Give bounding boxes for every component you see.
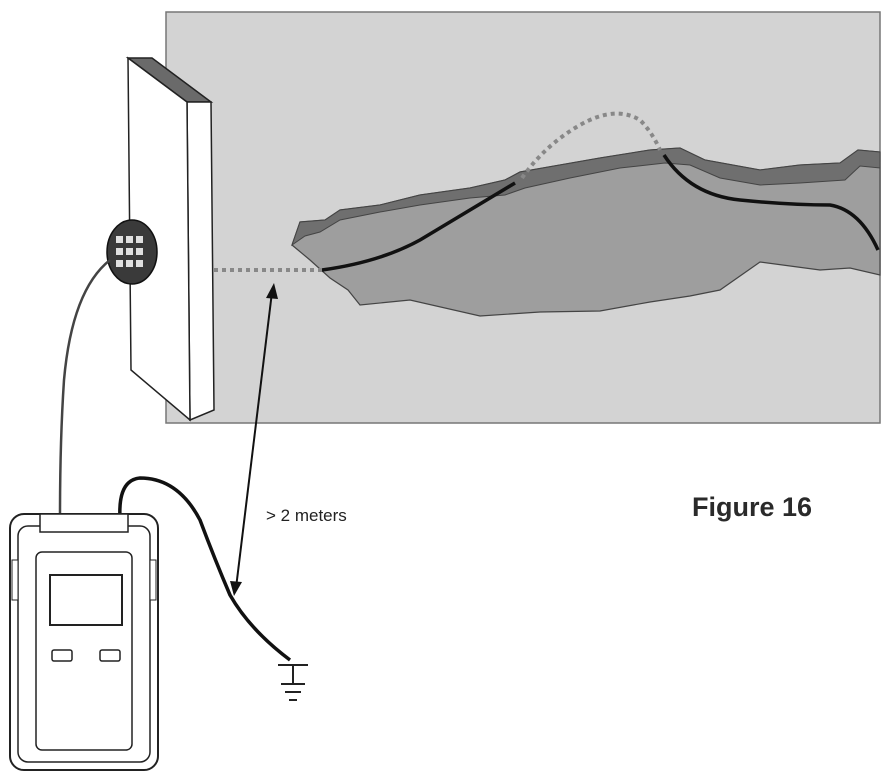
pipe-line-right: [662, 154, 880, 251]
wall-side: [186, 101, 215, 422]
meter-button-right[interactable]: [99, 649, 121, 662]
sensor-cable: [58, 259, 111, 516]
meter-device: [9, 513, 159, 771]
sensor-grid-icon: [116, 236, 143, 267]
figure-label: Figure 16: [692, 492, 813, 522]
pipe-ridge-band: [291, 147, 881, 247]
distance-arrow: [230, 283, 278, 596]
ground-symbol-icon: [278, 664, 308, 701]
ground-cable: [118, 476, 292, 662]
distance-label: > 2 meters: [266, 506, 347, 525]
pipe-line-left: [321, 181, 516, 272]
meter-button-left[interactable]: [51, 649, 73, 662]
meter-screen: [49, 574, 123, 626]
